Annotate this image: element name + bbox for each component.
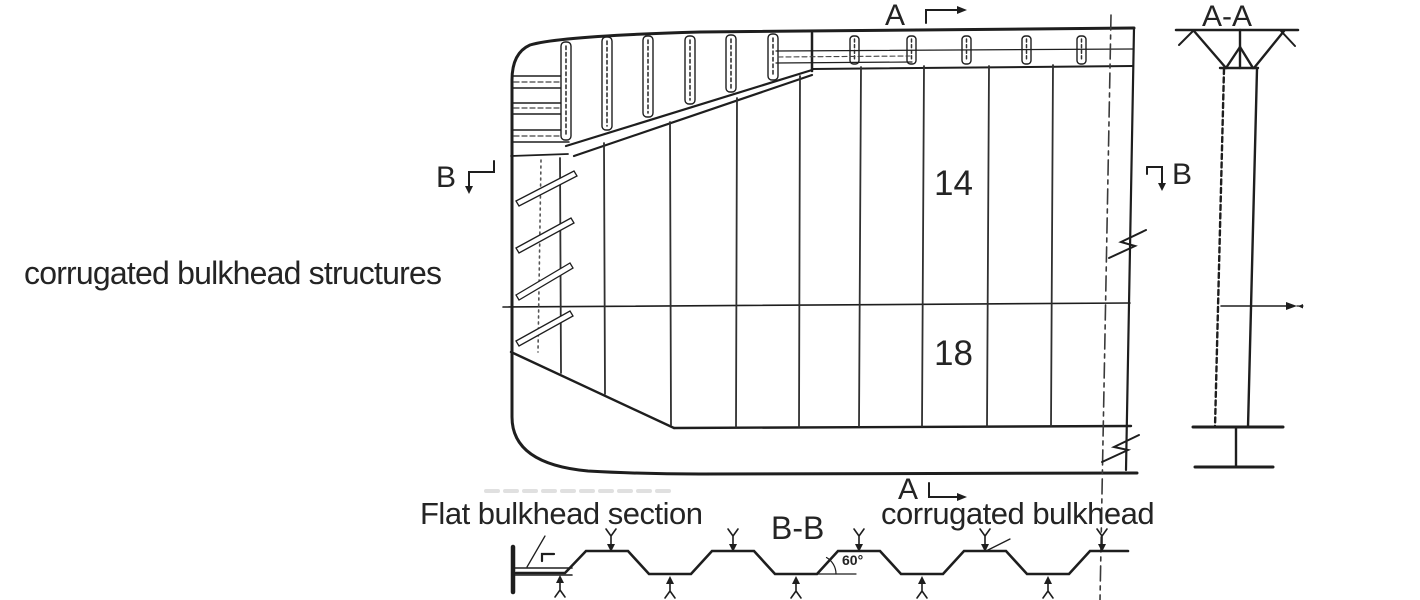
aa-bottom-stool: [1191, 425, 1285, 469]
inner-bottom-line: [672, 424, 1133, 430]
upper-shelf-line: [510, 153, 569, 157]
corrugation-angle-label: 60°: [842, 552, 864, 568]
upper-plate-count-label: 14: [934, 164, 973, 203]
deck-band-longitudinal: [775, 48, 1134, 64]
bb-leader-slash: [526, 535, 546, 568]
bb-angle-annotation: [816, 556, 857, 575]
corrugation-fold-lines: [559, 64, 1054, 428]
aa-top-stool: [1192, 28, 1286, 70]
corrugated-bulkhead-label: corrugated bulkhead: [881, 496, 1155, 531]
title-label: corrugated bulkhead structures: [24, 255, 442, 291]
section-aa-label: A-A: [1202, 0, 1253, 33]
bb-slash-detail: [985, 538, 1011, 552]
aa-corrugation-web: [1246, 67, 1259, 429]
marker-b-left-label: B: [436, 161, 457, 194]
section-cut-markers: [465, 6, 1166, 501]
section-aa-view: [1174, 28, 1304, 469]
mid-seam-line: [502, 302, 1131, 308]
section-bb-profile: [510, 528, 1130, 599]
section-bb-label: B-B: [771, 510, 825, 546]
weld-symbols-crest: [605, 528, 1108, 552]
marker-a-bottom-leader: [928, 482, 967, 501]
marker-a-bottom-label: A: [898, 473, 919, 506]
marker-b-left-leader: [465, 160, 495, 194]
bb-clip-detail: [540, 552, 556, 563]
marker-a-top-label: A: [885, 0, 906, 32]
marker-a-top-leader: [925, 6, 967, 24]
hull-outline: [510, 26, 1139, 476]
upper-web-stiffeners: [560, 33, 779, 141]
aa-mid-arrow: [1220, 302, 1304, 310]
aa-corrugation-dashed-flange: [1213, 67, 1226, 429]
topside-slope-lower: [572, 73, 814, 158]
slanted-stiffener-bars: [515, 170, 578, 347]
marker-b-right-label: B: [1172, 158, 1193, 191]
corner-bracket-strips: [512, 75, 570, 143]
weld-symbols-trough: [554, 575, 1054, 599]
deck-band-bottom: [811, 65, 1134, 70]
lower-plate-count-label: 18: [934, 334, 973, 373]
main-elevation-view: [502, 14, 1147, 600]
flat-bulkhead-label: Flat bulkhead section: [420, 496, 703, 531]
ship-centerline: [1099, 14, 1112, 600]
break-symbols: [1101, 229, 1147, 463]
bb-corrugation-wave: [514, 549, 1130, 576]
aa-deck-tick-left: [1178, 30, 1194, 46]
hopper-slope: [509, 350, 676, 430]
marker-b-right-leader: [1146, 166, 1166, 191]
topside-slope-upper: [564, 68, 814, 148]
